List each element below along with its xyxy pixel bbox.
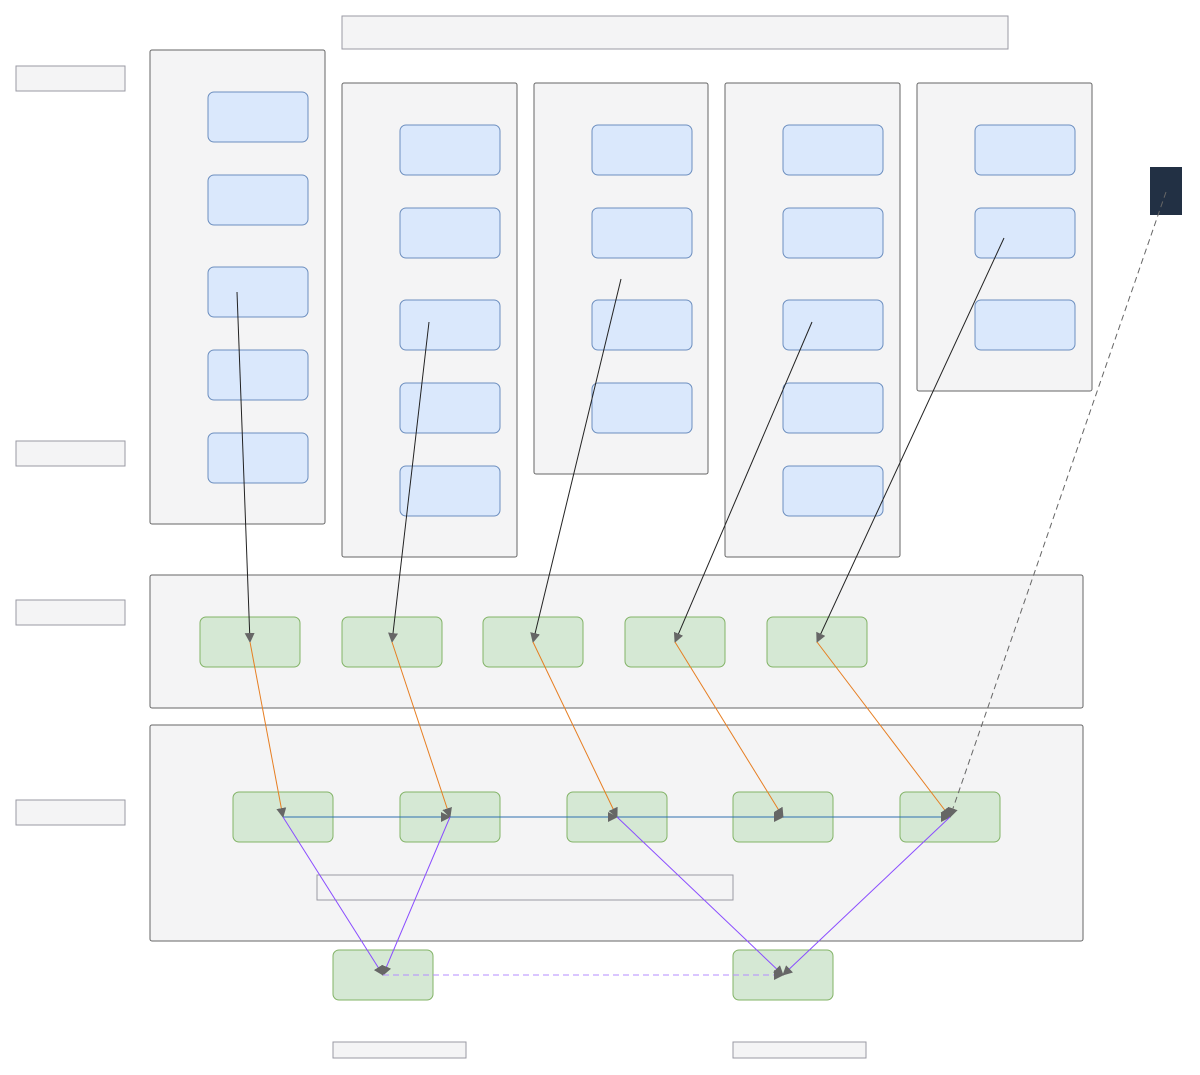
col1-node-1[interactable] — [207, 91, 309, 143]
lower-node-4-label: ᅟᅟᅟᅟᅟᅟᅟᅟᅟᅟᅟᅟ — [738, 803, 870, 817]
lower-node-3-label: ᅟᅟᅟᅟᅟᅟᅟᅟᅟᅟᅟᅟ — [598, 803, 730, 817]
edge-middle1-to-lower1 — [249, 641, 287, 818]
lane-label-box-3 — [15, 599, 126, 626]
col3-node-4-label: ᅟᅟᅟᅟᅟᅟᅟᅟᅟᅟᅟᅟᅟᅟᅟᅟ — [614, 395, 791, 409]
lower-row-caption-bar — [316, 874, 734, 901]
col3-node-1[interactable] — [591, 124, 693, 176]
external-node-label: ᅟᅟᅟᅟᅟᅟᅟᅟᅟᅟᅟᅟᅟᅟᅟᅟᅟᅟᅟᅟ — [1067, 178, 1200, 192]
col2-node-2[interactable] — [399, 207, 501, 259]
edge-col5-to-middle5 — [816, 237, 1005, 643]
lane-label-box-4 — [15, 799, 126, 826]
col3-node-3-label: ᅟᅟᅟᅟᅟᅟᅟᅟᅟᅟᅟᅟᅟᅟᅟᅟ — [614, 311, 791, 325]
lower-node-2-label: ᅟᅟᅟᅟᅟᅟᅟᅟᅟᅟᅟᅟ — [404, 803, 536, 817]
col3-node-1-label: ᅟᅟᅟᅟᅟᅟᅟᅟᅟᅟᅟᅟᅟᅟᅟᅟ — [614, 136, 791, 150]
col2-node-4-label: ᅟᅟᅟᅟᅟᅟᅟᅟᅟᅟᅟᅟᅟᅟᅟᅟ — [422, 395, 599, 409]
col1-node-4[interactable] — [207, 349, 309, 401]
column-group-3 — [533, 82, 709, 475]
middle-row-group — [149, 574, 1084, 709]
edge-middle2-to-lower2 — [391, 641, 452, 818]
col4-node-1[interactable] — [782, 124, 884, 176]
col4-node-1-label: ᅟᅟᅟᅟᅟᅟᅟᅟᅟᅟᅟᅟᅟᅟᅟᅟ — [806, 136, 983, 150]
col2-node-1-label: ᅟᅟᅟᅟᅟᅟᅟᅟᅟᅟᅟᅟᅟᅟᅟᅟ — [422, 136, 599, 150]
col4-node-2[interactable] — [782, 207, 884, 259]
edge-lower3-to-bottom2 — [616, 816, 784, 976]
bottom-node-2-label: ᅟᅟᅟᅟᅟᅟᅟᅟᅟᅟᅟᅟᅟᅟᅟᅟᅟᅟᅟᅟᅟᅟᅟᅟᅟᅟᅟᅟᅟᅟ — [706, 961, 1037, 975]
col5-node-1-label: ᅟᅟᅟᅟᅟᅟᅟᅟᅟᅟᅟᅟᅟᅟᅟᅟ — [997, 136, 1174, 150]
col1-node-3-label: ᅟᅟᅟᅟᅟᅟᅟᅟᅟᅟᅟᅟᅟᅟᅟᅟ — [231, 278, 408, 292]
col4-node-4[interactable] — [782, 382, 884, 434]
col1-node-5[interactable] — [207, 432, 309, 484]
col3-node-4[interactable] — [591, 382, 693, 434]
col2-node-3[interactable] — [399, 299, 501, 351]
col5-node-3[interactable] — [974, 299, 1076, 351]
col3-node-2-label: ᅟᅟᅟᅟᅟᅟᅟᅟᅟᅟᅟᅟᅟᅟᅟᅟ — [614, 220, 791, 234]
top-title-bar — [341, 15, 1009, 50]
col3-node-2[interactable] — [591, 207, 693, 259]
lane-label-box-2 — [15, 440, 126, 467]
bottom-caption-box-2 — [732, 1041, 867, 1059]
edge-external-to-lower5 — [948, 191, 1167, 818]
col5-node-2-label: ᅟᅟᅟᅟᅟᅟᅟᅟᅟᅟᅟᅟᅟᅟᅟᅟᅟ — [997, 220, 1185, 234]
edge-lower5-to-bottom2 — [782, 816, 951, 976]
bottom-caption-purple: ᅟᅟᅟᅟᅟᅟᅟᅟᅟᅟᅟᅟᅟᅟᅟᅟ — [368, 1036, 559, 1051]
col4-node-5[interactable] — [782, 465, 884, 517]
edge-col2-to-middle2 — [388, 321, 430, 643]
col2-node-5[interactable] — [399, 465, 501, 517]
edge-middle3-to-lower3 — [532, 641, 618, 818]
bottom-node-1-label: ᅟᅟᅟᅟᅟᅟᅟᅟᅟᅟᅟᅟᅟᅟᅟᅟᅟᅟᅟᅟᅟᅟᅟᅟᅟᅟᅟᅟᅟᅟ — [306, 973, 637, 987]
col5-node-2-prefix: ᅟᅟᅟᅟ — [956, 224, 1000, 238]
middle-row-wide-label: ᅟᅟᅟᅟᅟᅟᅟᅟᅟᅟᅟᅟᅟᅟᅟᅟᅟᅟᅟᅟᅟᅟᅟᅟᅟᅟᅟᅟᅟᅟᅟᅟᅟᅟᅟᅟᅟᅟᅟᅟ… — [477, 628, 1106, 642]
col2-node-1[interactable] — [399, 124, 501, 176]
col1-node-2[interactable] — [207, 174, 309, 226]
col3-node-3[interactable] — [591, 299, 693, 351]
edge-col3-to-middle3 — [530, 278, 622, 643]
edge-col1-to-middle1 — [236, 291, 255, 643]
col1-node-3-prefix: ᅟᅟᅟᅟ — [181, 274, 225, 288]
external-node[interactable] — [1150, 167, 1182, 215]
col1-node-3[interactable] — [207, 266, 309, 318]
lane-label-box-1 — [15, 65, 126, 92]
middle-node-1-label: ᅟᅟᅟᅟᅟᅟᅟᅟᅟᅟᅟᅟᅟᅟᅟᅟᅟᅟᅟᅟᅟᅟ — [198, 628, 441, 642]
lane-label-purple: ᅟᅟᅟᅟᅟᅟᅟᅟ — [64, 799, 160, 814]
col5-node-1[interactable] — [974, 124, 1076, 176]
edge-lower2-to-bottom1 — [381, 816, 451, 976]
edge-middle5-to-lower5 — [816, 641, 951, 818]
edge-middle4-to-lower4 — [674, 641, 784, 818]
col4-node-2-label: ᅟᅟᅟᅟᅟᅟᅟᅟᅟᅟᅟᅟᅟᅟᅟᅟ — [806, 220, 983, 234]
edge-col4-to-middle4 — [673, 321, 813, 643]
col4-node-5-label: ᅟᅟᅟᅟᅟᅟᅟᅟᅟᅟᅟᅟᅟᅟᅟᅟ — [806, 478, 983, 492]
edge-lower1-to-bottom1 — [282, 816, 384, 976]
bottom-caption-box-1 — [332, 1041, 467, 1059]
col2-node-4[interactable] — [399, 382, 501, 434]
col4-node-3[interactable] — [782, 299, 884, 351]
